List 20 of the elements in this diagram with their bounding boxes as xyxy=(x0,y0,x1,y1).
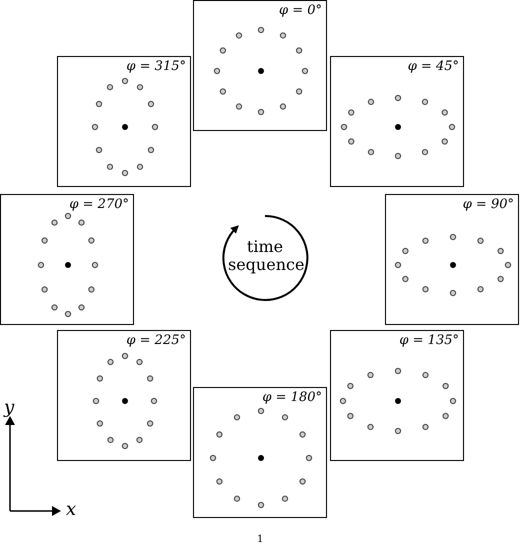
axis-label: y xyxy=(4,398,16,419)
angle-label: φ = 270° xyxy=(69,197,129,212)
panel-frame xyxy=(330,330,464,461)
page-number: 1 xyxy=(257,534,264,545)
panel-frame xyxy=(57,56,191,187)
panel-frame xyxy=(193,387,327,518)
angle-label: φ = 45° xyxy=(408,59,459,74)
panel-frame xyxy=(330,56,464,187)
panel-frame xyxy=(193,0,327,131)
angle-label: φ = 135° xyxy=(399,333,459,348)
panel-frame xyxy=(0,194,134,325)
angle-label: φ = 0° xyxy=(278,3,322,18)
angle-label: φ = 90° xyxy=(462,197,514,212)
time-sequence-label: time sequence xyxy=(228,238,302,275)
panel-frame xyxy=(57,330,191,461)
panel-frame xyxy=(385,194,519,325)
angle-label: φ = 315° xyxy=(126,59,186,74)
angle-label: φ = 225° xyxy=(126,333,186,348)
angle-label: φ = 180° xyxy=(262,390,322,405)
axis-label: x xyxy=(66,500,78,521)
